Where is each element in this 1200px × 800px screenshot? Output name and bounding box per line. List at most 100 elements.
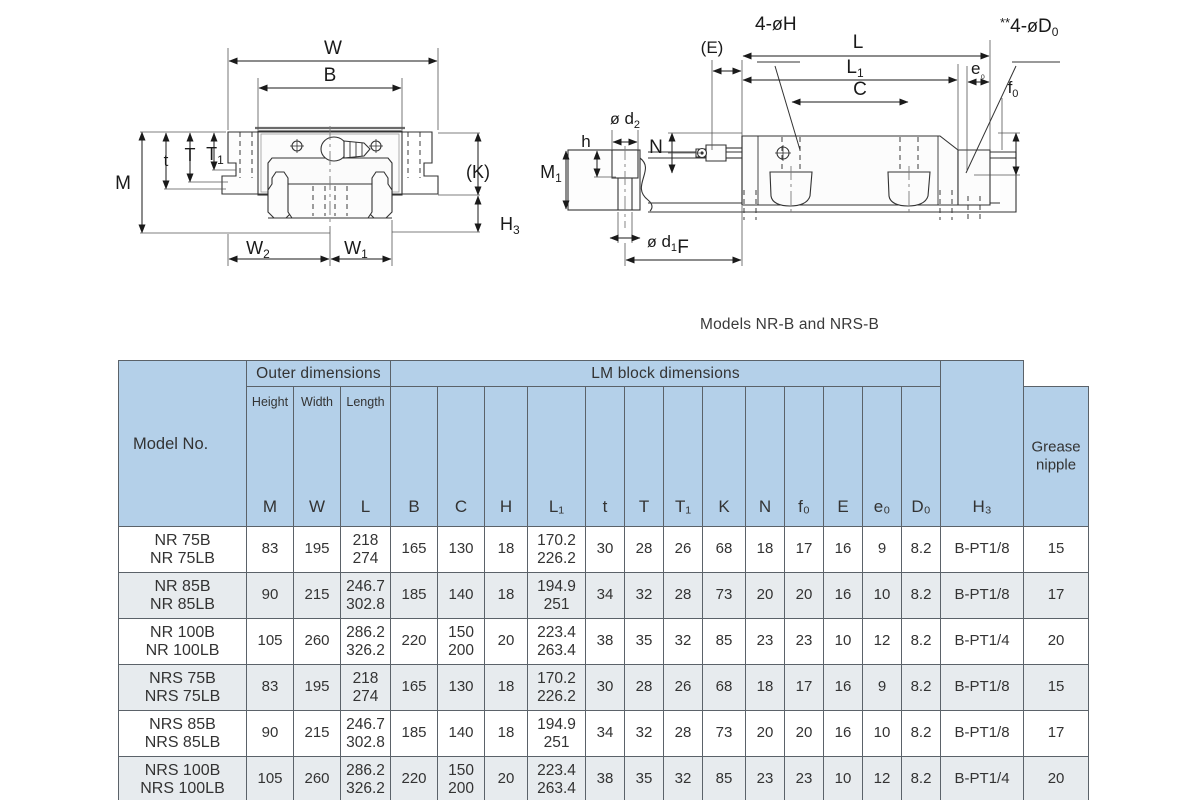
cell-m: 105 bbox=[246, 618, 294, 665]
cell-t: 30 bbox=[585, 664, 626, 711]
cell-e: 16 bbox=[823, 664, 864, 711]
cell-t: 35 bbox=[624, 756, 665, 800]
column-header-t: T₁ bbox=[663, 386, 704, 527]
cell-e0: 12 bbox=[862, 756, 903, 800]
cell-grease: B-PT1/4 bbox=[940, 618, 1025, 665]
cell-k: 85 bbox=[702, 756, 747, 800]
cell-h: 18 bbox=[484, 710, 529, 757]
cell-b: 165 bbox=[390, 664, 439, 711]
cell-t1: 32 bbox=[663, 756, 704, 800]
cell-n: 20 bbox=[745, 710, 786, 757]
column-header-symbol: K bbox=[718, 496, 730, 516]
cell-l: 246.7 302.8 bbox=[339, 572, 392, 619]
cell-t: 34 bbox=[585, 572, 626, 619]
label-T1: T1 bbox=[206, 144, 224, 167]
label-B: B bbox=[324, 65, 337, 86]
cell-b: 220 bbox=[390, 756, 439, 800]
group-header-lm-block-dimensions: LM block dimensions bbox=[390, 360, 942, 387]
column-header-n: N bbox=[745, 386, 786, 527]
cell-f0: 17 bbox=[784, 526, 825, 573]
cell-l: 286.2 326.2 bbox=[339, 756, 392, 800]
cell-model-no: NR 75B NR 75LB bbox=[118, 526, 247, 573]
column-header-symbol: N bbox=[758, 496, 772, 516]
front-view-geometry bbox=[221, 126, 439, 226]
label-E: (E) bbox=[701, 38, 724, 57]
cell-model-no: NR 85B NR 85LB bbox=[118, 572, 247, 619]
cell-n: 18 bbox=[745, 664, 786, 711]
cell-t: 34 bbox=[585, 710, 626, 757]
cell-h3: 15 bbox=[1023, 664, 1090, 711]
cell-b: 185 bbox=[390, 572, 439, 619]
label-W1: W1 bbox=[344, 238, 368, 261]
cell-t: 38 bbox=[585, 756, 626, 800]
cell-c: 140 bbox=[437, 572, 486, 619]
group-header-row: Model No. Outer dimensions LM block dime… bbox=[118, 360, 1089, 527]
cell-c: 150 200 bbox=[437, 756, 486, 800]
cell-d0: 8.2 bbox=[901, 526, 942, 573]
column-header-symbol: H bbox=[499, 496, 513, 516]
cell-d0: 8.2 bbox=[901, 664, 942, 711]
cell-t: 28 bbox=[624, 526, 665, 573]
cell-f0: 17 bbox=[784, 664, 825, 711]
cell-h: 18 bbox=[484, 572, 529, 619]
label-phi-d1: ø d1 bbox=[647, 232, 677, 254]
group-header-outer-dimensions: Outer dimensions bbox=[245, 360, 392, 387]
column-header-c: C bbox=[437, 386, 486, 527]
column-header-e: E bbox=[823, 386, 864, 527]
label-C: C bbox=[853, 79, 867, 100]
label-M1: M1 bbox=[540, 162, 562, 185]
label-F: F bbox=[677, 237, 689, 258]
cell-h3: 17 bbox=[1023, 710, 1090, 757]
cell-m: 83 bbox=[246, 526, 294, 573]
cell-grease: B-PT1/8 bbox=[940, 572, 1025, 619]
label-4-phi-D0: **4-øD0 bbox=[1000, 15, 1059, 39]
cell-t1: 28 bbox=[663, 710, 704, 757]
cell-w: 195 bbox=[293, 664, 341, 711]
cell-b: 165 bbox=[390, 526, 439, 573]
column-header-e: e₀ bbox=[862, 386, 903, 527]
cell-h3: 15 bbox=[1023, 526, 1090, 573]
column-header-symbol: M bbox=[262, 496, 278, 516]
cell-h: 20 bbox=[484, 756, 529, 800]
cell-f0: 20 bbox=[784, 572, 825, 619]
cell-t1: 26 bbox=[663, 664, 704, 711]
front-view-dimensions bbox=[138, 48, 482, 266]
spec-table-container: Model No. Outer dimensions LM block dime… bbox=[118, 360, 1090, 800]
cell-t: 32 bbox=[624, 572, 665, 619]
cell-c: 130 bbox=[437, 526, 486, 573]
column-header-symbol: W bbox=[308, 496, 326, 516]
cell-m: 105 bbox=[246, 756, 294, 800]
column-header-symbol: L₁ bbox=[548, 496, 565, 516]
cell-f0: 20 bbox=[784, 710, 825, 757]
label-phi-d2: ø d2 bbox=[610, 109, 640, 131]
label-h: h bbox=[581, 132, 590, 151]
cell-t: 30 bbox=[585, 526, 626, 573]
column-header-h: H bbox=[484, 386, 529, 527]
column-header-b: B bbox=[390, 386, 439, 527]
cell-b: 185 bbox=[390, 710, 439, 757]
cell-m: 90 bbox=[246, 710, 294, 757]
cell-e0: 10 bbox=[862, 710, 903, 757]
cell-e: 10 bbox=[823, 618, 864, 665]
drawing-canvas: W B M t T T1 (K) H3 W2 W1 4-øH (E) L L1 … bbox=[115, 14, 1060, 266]
cell-f0: 23 bbox=[784, 618, 825, 665]
cell-k: 73 bbox=[702, 710, 747, 757]
column-header-symbol: t bbox=[602, 496, 608, 516]
cell-h: 18 bbox=[484, 526, 529, 573]
label-M: M bbox=[115, 173, 131, 194]
cell-h3: 17 bbox=[1023, 572, 1090, 619]
column-header-model-no-label: Model No. bbox=[133, 434, 209, 453]
cell-grease: B-PT1/4 bbox=[940, 756, 1025, 800]
label-L1: L1 bbox=[846, 57, 864, 80]
cell-t1: 28 bbox=[663, 572, 704, 619]
cell-k: 68 bbox=[702, 526, 747, 573]
column-header-l: L₁ bbox=[527, 386, 587, 527]
cell-grease: B-PT1/8 bbox=[940, 710, 1025, 757]
cell-w: 215 bbox=[293, 572, 341, 619]
cell-e: 16 bbox=[823, 572, 864, 619]
